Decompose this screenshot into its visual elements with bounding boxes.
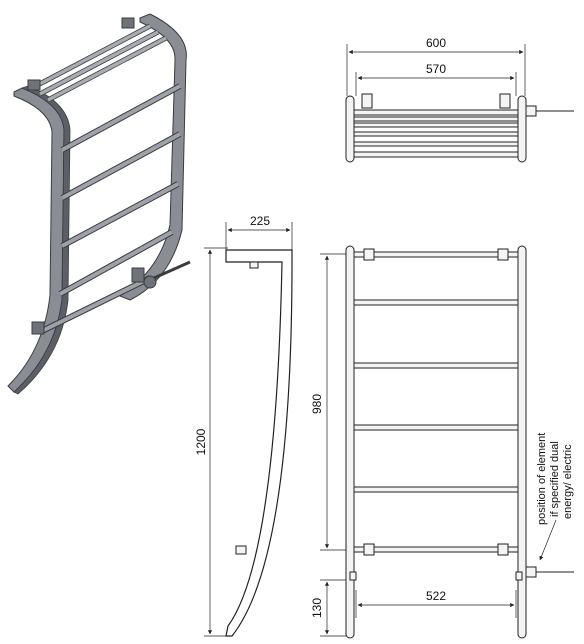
dim-225-label: 225 bbox=[250, 214, 270, 228]
iso-top-bracket-left bbox=[27, 79, 41, 91]
iso-right-side bbox=[118, 13, 187, 301]
front-rail-4 bbox=[353, 486, 519, 493]
dim-1200-label: 1200 bbox=[194, 428, 208, 455]
iso-ladder-rails bbox=[38, 83, 182, 335]
element-note: position of element if specified dual en… bbox=[536, 433, 574, 525]
element-note-arrow bbox=[539, 519, 557, 561]
iso-top-bracket-right bbox=[121, 17, 135, 29]
top-view-bracket-right bbox=[499, 93, 511, 109]
front-rail-3 bbox=[353, 424, 519, 431]
front-rail-2 bbox=[353, 362, 519, 369]
dim-130-label: 130 bbox=[310, 598, 324, 618]
front-rail-5 bbox=[353, 546, 519, 553]
front-element bbox=[525, 566, 537, 578]
dim-522-label: 522 bbox=[426, 589, 446, 603]
top-view-element bbox=[525, 105, 537, 117]
side-bottom-bracket bbox=[235, 545, 247, 555]
iso-element-cable bbox=[153, 260, 191, 280]
front-top-bracket-left bbox=[363, 248, 375, 261]
iso-left-side-shade bbox=[13, 85, 71, 395]
iso-element-connector bbox=[143, 275, 157, 289]
front-top-bracket-right bbox=[497, 248, 509, 261]
svg-text:energy/ electric: energy/ electric bbox=[562, 444, 574, 519]
side-view: 225 1200 bbox=[194, 214, 293, 637]
side-profile bbox=[225, 249, 293, 637]
svg-text:if specified dual: if specified dual bbox=[549, 441, 561, 517]
svg-text:position of element: position of element bbox=[536, 433, 548, 525]
front-right-side bbox=[517, 245, 527, 639]
side-top-bracket bbox=[249, 261, 259, 269]
dim-570-label: 570 bbox=[426, 62, 446, 76]
front-top-rail bbox=[353, 251, 519, 258]
iso-bottom-bracket-left bbox=[31, 321, 45, 335]
dim-600-label: 600 bbox=[426, 36, 446, 50]
front-bottom-bracket-right bbox=[497, 543, 509, 556]
front-left-side bbox=[345, 245, 355, 639]
top-view-left-side bbox=[345, 95, 355, 163]
top-view-bracket-left bbox=[361, 93, 373, 109]
iso-bottom-bracket-right bbox=[131, 267, 145, 283]
top-view-right-side bbox=[517, 95, 527, 163]
front-rail-1 bbox=[353, 299, 519, 306]
top-view: 600 570 bbox=[345, 36, 574, 163]
front-view: 980 130 522 position bbox=[310, 245, 574, 639]
iso-left-side bbox=[7, 87, 65, 393]
iso-top-rails bbox=[30, 23, 168, 103]
isometric-view bbox=[7, 13, 191, 395]
front-bottom-bracket-left bbox=[363, 543, 375, 556]
dim-980-label: 980 bbox=[310, 394, 324, 414]
